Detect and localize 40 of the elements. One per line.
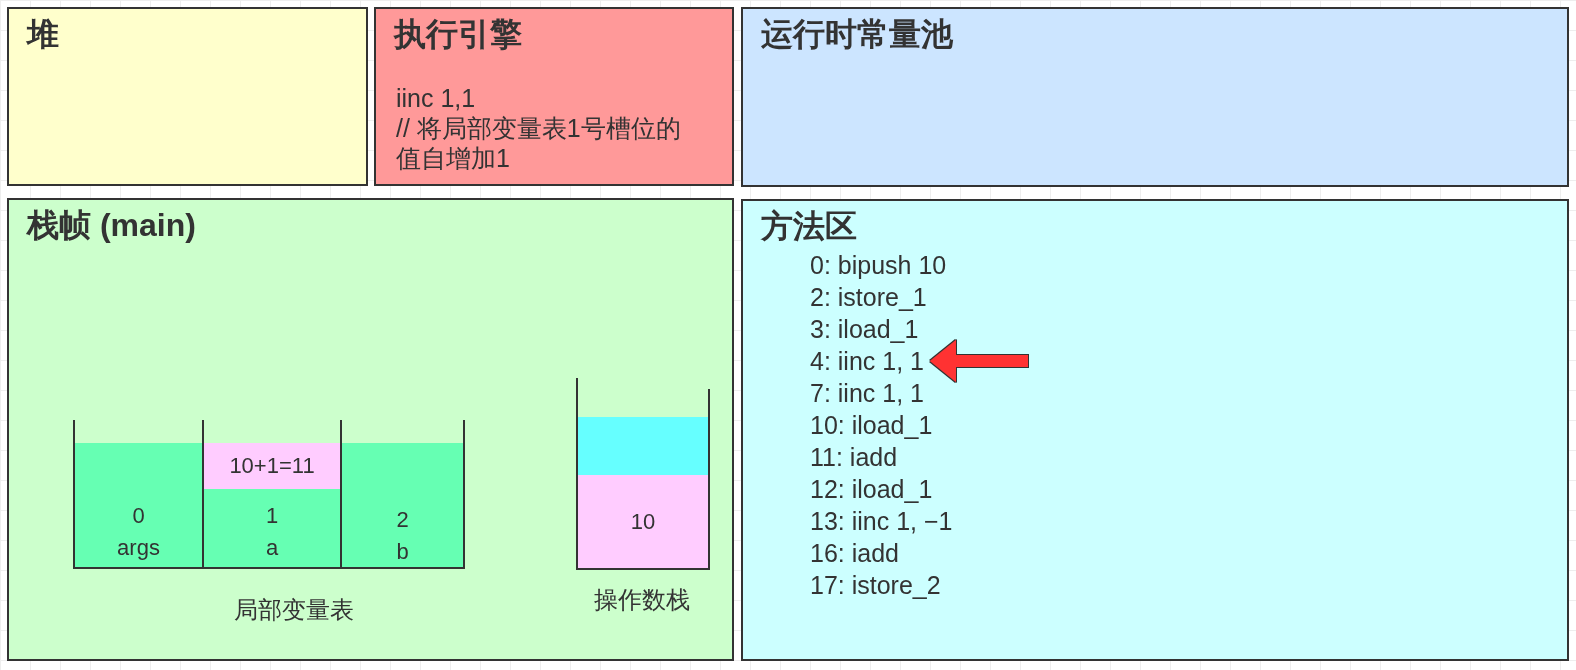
diagram-caption: 局部变量表 — [234, 595, 354, 625]
table-slot — [204, 443, 340, 567]
variable-name: args — [117, 535, 160, 561]
code-line: 0: bipush 10 — [810, 250, 947, 281]
pointer-arrow — [930, 340, 1028, 382]
code-line: 2: istore_1 — [810, 282, 927, 313]
variable-name: a — [265, 535, 279, 561]
table-slot — [75, 443, 202, 567]
panel-title: 运行时常量池 — [761, 15, 953, 54]
memory-panel — [741, 199, 1569, 661]
memory-panel — [741, 7, 1569, 187]
slot-value: 10+1=11 — [204, 443, 340, 489]
memory-panel — [7, 198, 734, 661]
slot-index: 2 — [396, 507, 409, 533]
panel-title: 栈帧 (main) — [27, 206, 196, 245]
panel-title: 执行引擎 — [394, 15, 522, 54]
table-slot — [342, 443, 463, 567]
slot-table — [73, 420, 465, 569]
operand-stack — [576, 378, 710, 570]
slot-index: 1 — [265, 503, 279, 529]
memory-panel — [374, 7, 734, 186]
memory-panel — [7, 7, 368, 186]
stack-entry: 10 — [578, 475, 708, 568]
diagram-caption: 操作数栈 — [594, 585, 690, 615]
code-line: 13: iinc 1, −1 — [810, 506, 953, 537]
panel-title: 堆 — [27, 15, 59, 54]
code-line: 17: istore_2 — [810, 570, 941, 601]
stack-entry — [578, 417, 708, 475]
code-line: 4: iinc 1, 1 — [810, 345, 924, 377]
code-line: 12: iload_1 — [810, 474, 933, 505]
panel-title: 方法区 — [761, 207, 857, 246]
slot-index: 0 — [132, 503, 145, 529]
code-line: 3: iload_1 — [810, 314, 919, 345]
code-line: 10: iload_1 — [810, 410, 933, 441]
code-line: 7: iinc 1, 1 — [810, 378, 924, 409]
code-line: 11: iadd — [810, 442, 898, 473]
variable-name: b — [396, 539, 409, 565]
code-line: 16: iadd — [810, 538, 899, 569]
comment-text: // 将局部变量表1号槽位的值自增加1 — [396, 113, 682, 173]
instruction-text: iinc 1,1 — [396, 83, 476, 113]
